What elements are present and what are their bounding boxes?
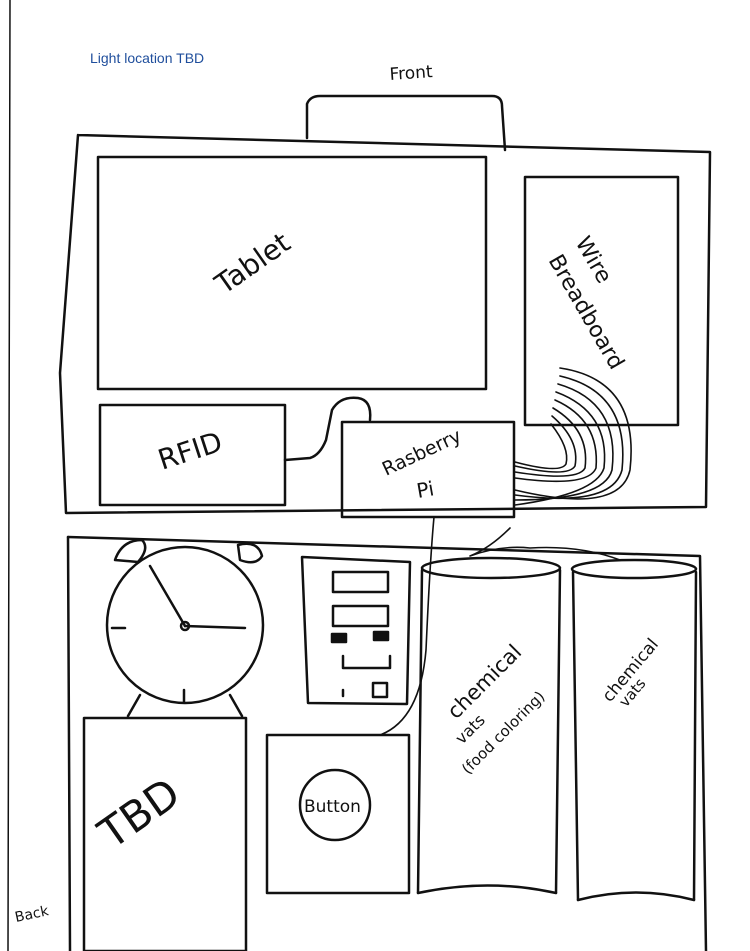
device-slot-2: [331, 604, 390, 628]
clock-hand-minute: [148, 564, 187, 628]
tablet-label: Tablet: [208, 226, 296, 301]
button-label: Button: [304, 797, 361, 817]
raspberry-pi-box: [340, 420, 516, 519]
clock-hand-hour: [183, 624, 247, 630]
chemical-vat-right: [570, 558, 698, 902]
light-location-note: Light location TBD: [90, 50, 205, 66]
device-square: [371, 681, 389, 699]
rfid-box: [98, 403, 287, 507]
pi-label: Pi: [415, 476, 436, 503]
front-label: Front: [389, 62, 434, 85]
tablet-box: [96, 155, 488, 391]
device-outline: [300, 555, 412, 706]
button-circle: [298, 768, 372, 842]
handle: [305, 94, 507, 152]
button-box: [265, 733, 411, 895]
upper-compartment: [58, 133, 712, 515]
back-label: Back: [14, 903, 51, 926]
clock-bell-right: [236, 542, 264, 564]
tbd-box: [82, 716, 248, 951]
chemical-vat-left: [416, 556, 562, 895]
device-slot-1: [331, 570, 390, 594]
wire-breadboard-box: [523, 175, 680, 427]
pi-vat-wire-2: [469, 527, 621, 561]
clock: [105, 538, 265, 718]
lower-compartment: [66, 535, 708, 951]
pi-vat-wire-1: [379, 516, 435, 736]
left-edge-line: [7, 0, 11, 951]
rfid-pi-wire: [283, 396, 372, 462]
tbd-label: TBD: [89, 768, 189, 859]
clock-bell-left: [113, 538, 147, 564]
rfid-label: RFID: [154, 425, 226, 477]
ribbon-cables: [514, 367, 632, 506]
raspberry-label: Rasberry: [379, 425, 465, 481]
control-device: [300, 555, 412, 706]
clock-face: [105, 545, 265, 705]
